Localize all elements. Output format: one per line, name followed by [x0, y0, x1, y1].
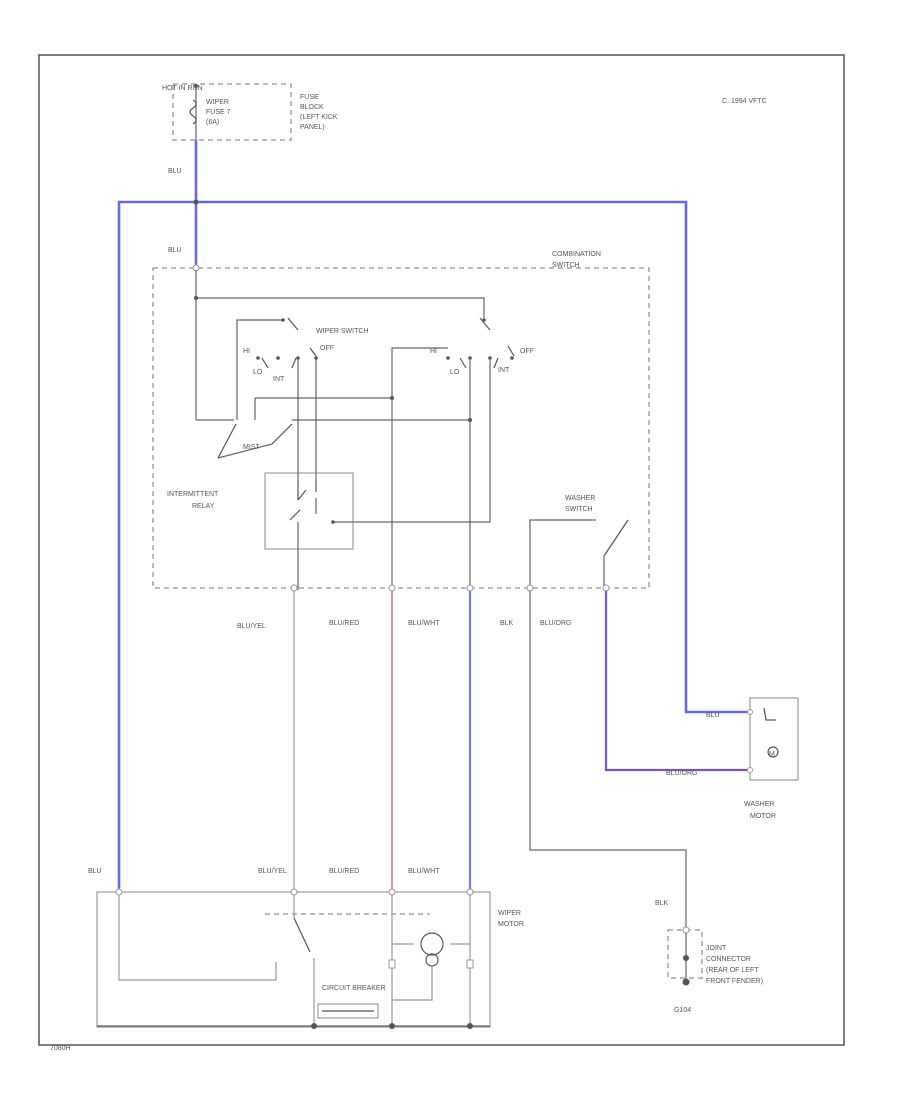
ground-label-line-4: FRONT FENDER)	[706, 978, 763, 985]
blk-label-bottom: BLK	[655, 900, 669, 907]
hi-label-right: HI	[430, 348, 437, 355]
fuse-block-label-line-2: BLOCK	[300, 104, 324, 111]
fuse-label-line-2: FUSE 7	[206, 109, 231, 116]
fuse-block-label-line-1: FUSE	[300, 94, 319, 101]
washer-motor-label-line-1: WASHER	[744, 801, 774, 808]
lo-label-right: LO	[450, 369, 460, 376]
int-label-left: INT	[273, 376, 285, 383]
fuse-block-label-line-3: (LEFT KICK	[300, 114, 338, 121]
intermittent-relay-label-line-1: INTERMITTENT	[167, 491, 219, 498]
washer-motor-label-line-2: MOTOR	[750, 813, 776, 820]
fuse-label-line-3: (6A)	[206, 119, 219, 126]
fuse-block-label-line-4: PANEL)	[300, 124, 325, 131]
combination-switch-label-line-2: SWITCH	[552, 262, 580, 269]
figure-code: 7080H	[50, 1045, 71, 1052]
ground-label-line-1: JOINT	[706, 945, 727, 952]
blu-wire-label-fuse: BLU	[168, 168, 182, 175]
blu-red-label-top: BLU/RED	[329, 620, 359, 627]
wiper-motor-label-line-1: WIPER	[498, 910, 521, 917]
combination-switch-label-line-1: COMBINATION	[552, 251, 601, 258]
blu-wire-label-washer: BLU	[706, 712, 720, 719]
washer-motor-m-symbol: M	[769, 751, 775, 758]
wiper-motor: WIPER MOTOR CIRCUIT BREAKER	[96, 888, 524, 1029]
wiper-motor-label-line-2: MOTOR	[498, 921, 524, 928]
mist-label: MIST	[243, 444, 260, 451]
blu-red-label-bottom: BLU/RED	[329, 868, 359, 875]
combination-switch: COMBINATION SWITCH WIPER SWITCH HI LO IN…	[152, 251, 650, 592]
intermittent-relay-label-line-2: RELAY	[192, 503, 215, 510]
blu-yel-label-bottom: BLU/YEL	[258, 868, 287, 875]
harness-wires: BLU/YEL BLU/RED BLU/WHT BLK BLU/ORG BLU/…	[237, 591, 748, 930]
blk-label-top: BLK	[500, 620, 514, 627]
int-label-right: INT	[498, 367, 510, 374]
blu-wire-label-wiper-motor: BLU	[88, 868, 102, 875]
washer-switch-label-line-2: SWITCH	[565, 506, 593, 513]
lo-label-left: LO	[253, 369, 263, 376]
blu-wire-label-switch: BLU	[168, 247, 182, 254]
diagram-frame	[38, 54, 845, 1046]
ground-id-label: G104	[674, 1007, 691, 1014]
hot-in-run-label: HOT IN RUN	[162, 85, 203, 92]
ground-label-line-3: (REAR OF LEFT	[706, 967, 759, 974]
intermittent-relay-box	[264, 472, 354, 550]
blu-wht-label-top: BLU/WHT	[408, 620, 440, 627]
circuit-breaker-label: CIRCUIT BREAKER	[322, 985, 386, 992]
blu-org-label-washer: BLU/ORG	[666, 770, 698, 777]
blu-wht-label-bottom: BLU/WHT	[408, 868, 440, 875]
ground-joint-connector: JOINT CONNECTOR (REAR OF LEFT FRONT FEND…	[667, 926, 763, 1014]
washer-switch-label-line-1: WASHER	[565, 495, 595, 502]
hi-label-left: HI	[243, 348, 250, 355]
ground-label-line-2: CONNECTOR	[706, 956, 751, 963]
blu-feed-wires: BLU BLU BLU BLU	[88, 140, 748, 890]
fuse-block: HOT IN RUN WIPER FUSE 7 (6A) FUSE BLOCK …	[162, 83, 338, 141]
blu-org-label-top: BLU/ORG	[540, 620, 572, 627]
off-label-left: OFF	[320, 345, 334, 352]
wiper-switch-label: WIPER SWITCH	[316, 328, 369, 335]
fuse-label-line-1: WIPER	[206, 99, 229, 106]
washer-motor: M WASHER MOTOR	[744, 697, 799, 820]
blu-yel-label-top: BLU/YEL	[237, 623, 266, 630]
copyright-text: C. 1994 VFTC	[722, 98, 767, 105]
off-label-right: OFF	[520, 348, 534, 355]
